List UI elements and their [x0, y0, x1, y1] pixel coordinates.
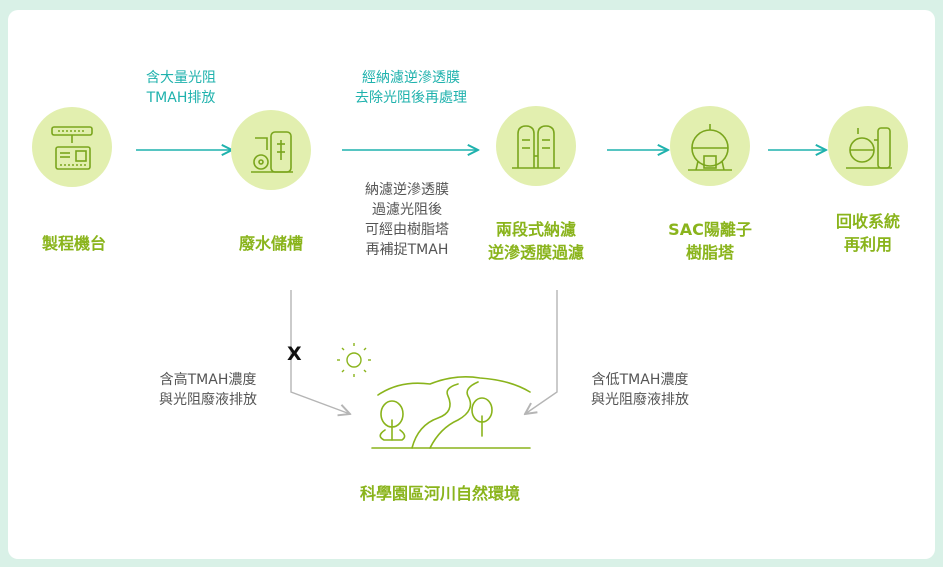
- wastewater-tank-label: 廢水儲槽: [238, 234, 303, 253]
- sac-tower-node: [670, 106, 750, 186]
- sun-icon: [337, 343, 371, 377]
- low-tmah-note: 含低TMAH濃度 與光阻廢液排放: [591, 372, 689, 408]
- river-landscape-icon: [371, 376, 531, 449]
- arrow-tank-to-env: [290, 290, 350, 414]
- nf-ro-label: 兩段式納濾 逆滲透膜過濾: [487, 220, 584, 262]
- high-tmah-note: 含高TMAH濃度 與光阻廢液排放: [159, 372, 257, 408]
- sac-resin-tower-icon: [688, 124, 732, 171]
- recycle-system-icon: [846, 127, 892, 169]
- recycle-node: [828, 106, 908, 186]
- membrane-tower-icon: [512, 125, 560, 169]
- nf-ro-removal-note: 經納濾逆滲透膜 去除光阻後再處理: [355, 70, 467, 106]
- arrow-nfro-to-env: [525, 290, 558, 414]
- wastewater-tank-node: [231, 110, 311, 190]
- process-tool-label: 製程機台: [41, 234, 106, 253]
- tmah-discharge-note: 含大量光阻 TMAH排放: [146, 70, 216, 106]
- sac-tower-label: SAC陽離子 樹脂塔: [668, 220, 752, 262]
- nf-ro-filter-note: 納濾逆滲透膜 過濾光阻後 可經由樹脂塔 再補捉TMAH: [365, 182, 449, 258]
- process-tool-icon: [51, 126, 93, 170]
- environment-label: 科學園區河川自然環境: [359, 484, 520, 503]
- recycle-label: 回收系統 再利用: [835, 212, 900, 254]
- wastewater-tank-icon: [251, 131, 293, 173]
- diagram-card: [8, 10, 935, 559]
- nf-ro-node: [496, 106, 576, 186]
- process-tool-node: [32, 107, 112, 187]
- blocked-x-mark: X: [287, 343, 302, 365]
